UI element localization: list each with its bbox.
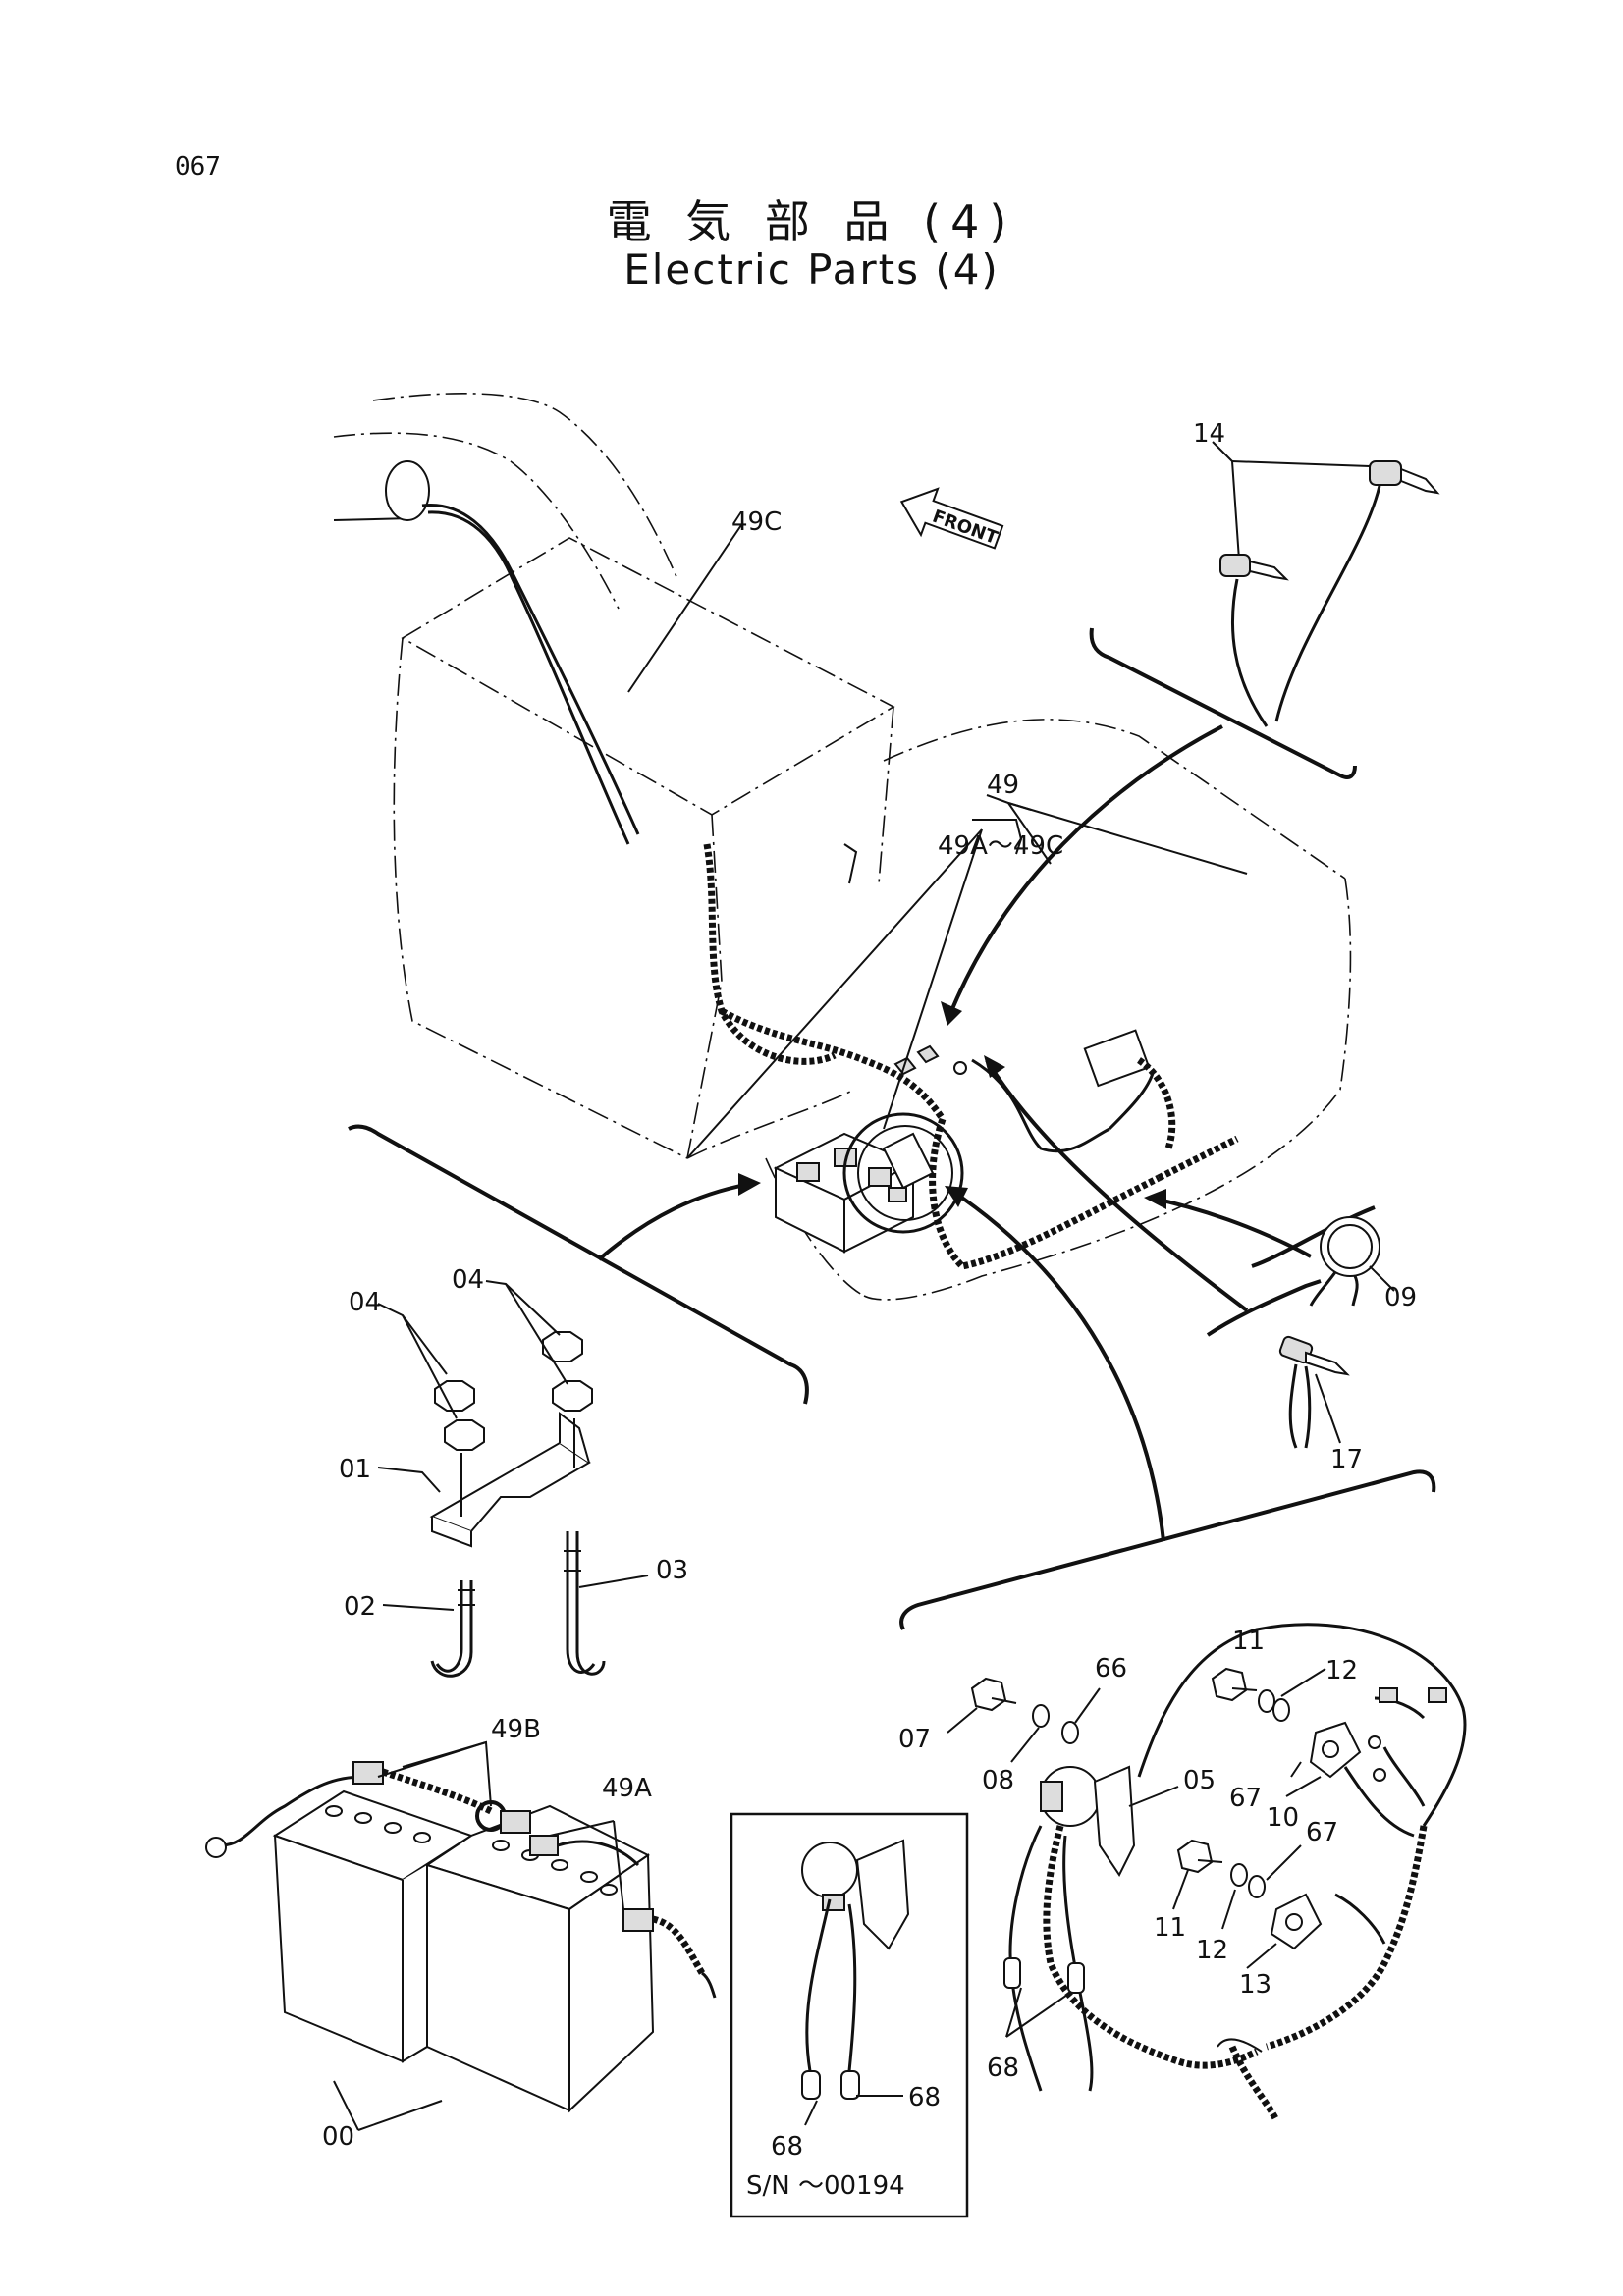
label-49b: 49B bbox=[491, 1715, 541, 1744]
label-49a: 49A bbox=[602, 1774, 652, 1803]
label-66: 66 bbox=[1095, 1654, 1127, 1683]
page-number: 067 bbox=[175, 152, 221, 182]
cab-cable bbox=[333, 460, 640, 845]
starter-switch-detail bbox=[947, 1623, 1467, 2122]
callout-leaders bbox=[627, 524, 1248, 1159]
label-11-top: 11 bbox=[1232, 1627, 1265, 1656]
front-arrow-icon: FRONT bbox=[899, 487, 1004, 550]
label-07: 07 bbox=[898, 1725, 931, 1754]
label-68-inset-left: 68 bbox=[771, 2132, 803, 2162]
serial-inset: S/N ～00194 bbox=[730, 1812, 969, 2218]
detail-arrows bbox=[597, 724, 1312, 1542]
label-17: 17 bbox=[1330, 1445, 1363, 1474]
label-08: 08 bbox=[982, 1766, 1014, 1795]
label-03: 03 bbox=[656, 1556, 688, 1585]
label-05: 05 bbox=[1183, 1766, 1216, 1795]
label-67-top: 67 bbox=[1229, 1784, 1262, 1813]
label-13: 13 bbox=[1239, 1970, 1271, 2000]
label-01: 01 bbox=[339, 1455, 371, 1484]
relay-box bbox=[773, 1112, 964, 1254]
title-japanese: 電 気 部 品 (4) bbox=[606, 195, 1017, 248]
label-67-bottom: 67 bbox=[1306, 1818, 1338, 1847]
label-49: 49 bbox=[987, 771, 1019, 800]
label-04-right: 04 bbox=[452, 1265, 484, 1295]
label-10: 10 bbox=[1267, 1803, 1299, 1833]
part-labels: 49C 49 49A～49C 14 09 17 04 04 01 02 03 4… bbox=[322, 419, 1417, 2162]
label-02: 02 bbox=[344, 1592, 376, 1622]
machine-outline bbox=[333, 393, 1352, 1301]
serial-note: S/N ～00194 bbox=[746, 2171, 905, 2201]
title-english: Electric Parts (4) bbox=[623, 245, 1000, 294]
label-00: 00 bbox=[322, 2122, 354, 2152]
part-09 bbox=[1309, 1216, 1395, 1307]
part-17 bbox=[1278, 1335, 1350, 1449]
label-12-bottom: 12 bbox=[1196, 1936, 1228, 1965]
sensor-14 bbox=[1212, 441, 1440, 727]
label-49a-49c: 49A～49C bbox=[938, 831, 1063, 861]
label-11-bottom: 11 bbox=[1154, 1913, 1186, 1943]
panel-borders bbox=[348, 627, 1436, 1630]
label-04-left: 04 bbox=[349, 1288, 381, 1317]
label-68-inset-right: 68 bbox=[908, 2083, 941, 2112]
label-14: 14 bbox=[1193, 419, 1225, 449]
label-12-top: 12 bbox=[1325, 1656, 1358, 1685]
label-49c: 49C bbox=[731, 507, 782, 537]
label-09: 09 bbox=[1384, 1283, 1417, 1312]
harness-49 bbox=[703, 843, 1239, 1270]
battery-hold-down bbox=[377, 1280, 649, 1678]
batteries bbox=[205, 1740, 717, 2131]
label-68-main: 68 bbox=[987, 2054, 1019, 2083]
